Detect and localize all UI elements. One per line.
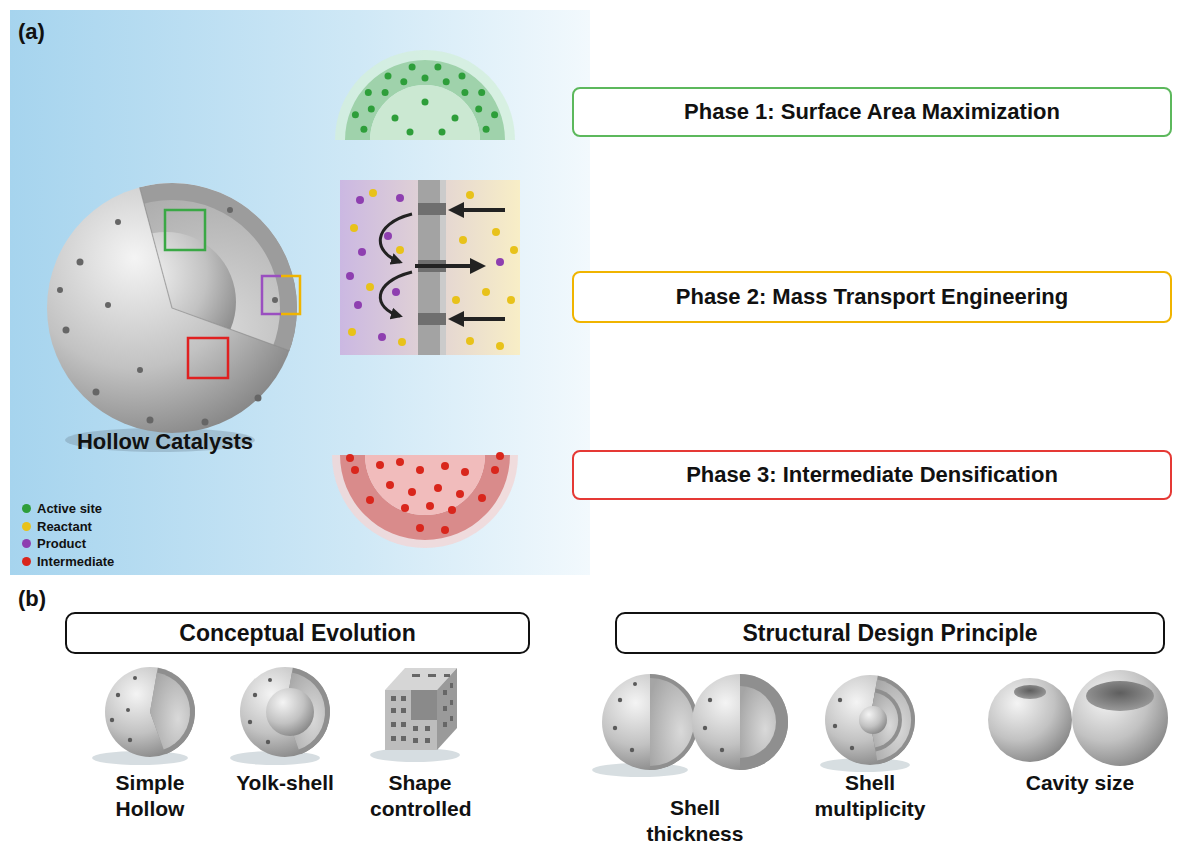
section-heading-box: Conceptual Evolution	[65, 612, 530, 654]
legend-text: Active site	[37, 501, 102, 516]
legend-swatch	[22, 557, 31, 566]
structure-label: Yolk-shell	[215, 770, 355, 796]
legend-swatch	[22, 539, 31, 548]
box-text: Phase 2: Mass Transport Engineering	[676, 284, 1068, 310]
principle-label: Cavity size	[1000, 770, 1160, 796]
section-heading-box: Structural Design Principle	[615, 612, 1165, 654]
legend-text: Reactant	[37, 519, 92, 534]
panel-letter: (a)	[18, 18, 78, 46]
box-text: Phase 1: Surface Area Maximization	[684, 99, 1060, 125]
principle-label: Shell thickness	[635, 795, 755, 848]
legend-text: Intermediate	[37, 554, 114, 569]
legend-swatch	[22, 522, 31, 531]
legend-text: Product	[37, 536, 86, 551]
structure-label: Shape controlled	[370, 770, 470, 823]
figure-label: Hollow Catalysts	[45, 428, 285, 456]
principle-label: Shell multiplicity	[800, 770, 940, 823]
phase-box: Phase 2: Mass Transport Engineering	[572, 271, 1172, 323]
legend-row: Product	[22, 536, 86, 551]
panel-letter: (b)	[18, 585, 78, 613]
legend-swatch	[22, 504, 31, 513]
legend-row: Active site	[22, 501, 102, 516]
box-text: Phase 3: Intermediate Densification	[686, 462, 1058, 488]
legend-row: Reactant	[22, 519, 92, 534]
phase-box: Phase 1: Surface Area Maximization	[572, 87, 1172, 137]
box-text: Structural Design Principle	[742, 620, 1037, 647]
phase-box: Phase 3: Intermediate Densification	[572, 450, 1172, 500]
structure-label: Simple Hollow	[100, 770, 200, 823]
box-text: Conceptual Evolution	[179, 620, 415, 647]
legend-row: Intermediate	[22, 554, 114, 569]
